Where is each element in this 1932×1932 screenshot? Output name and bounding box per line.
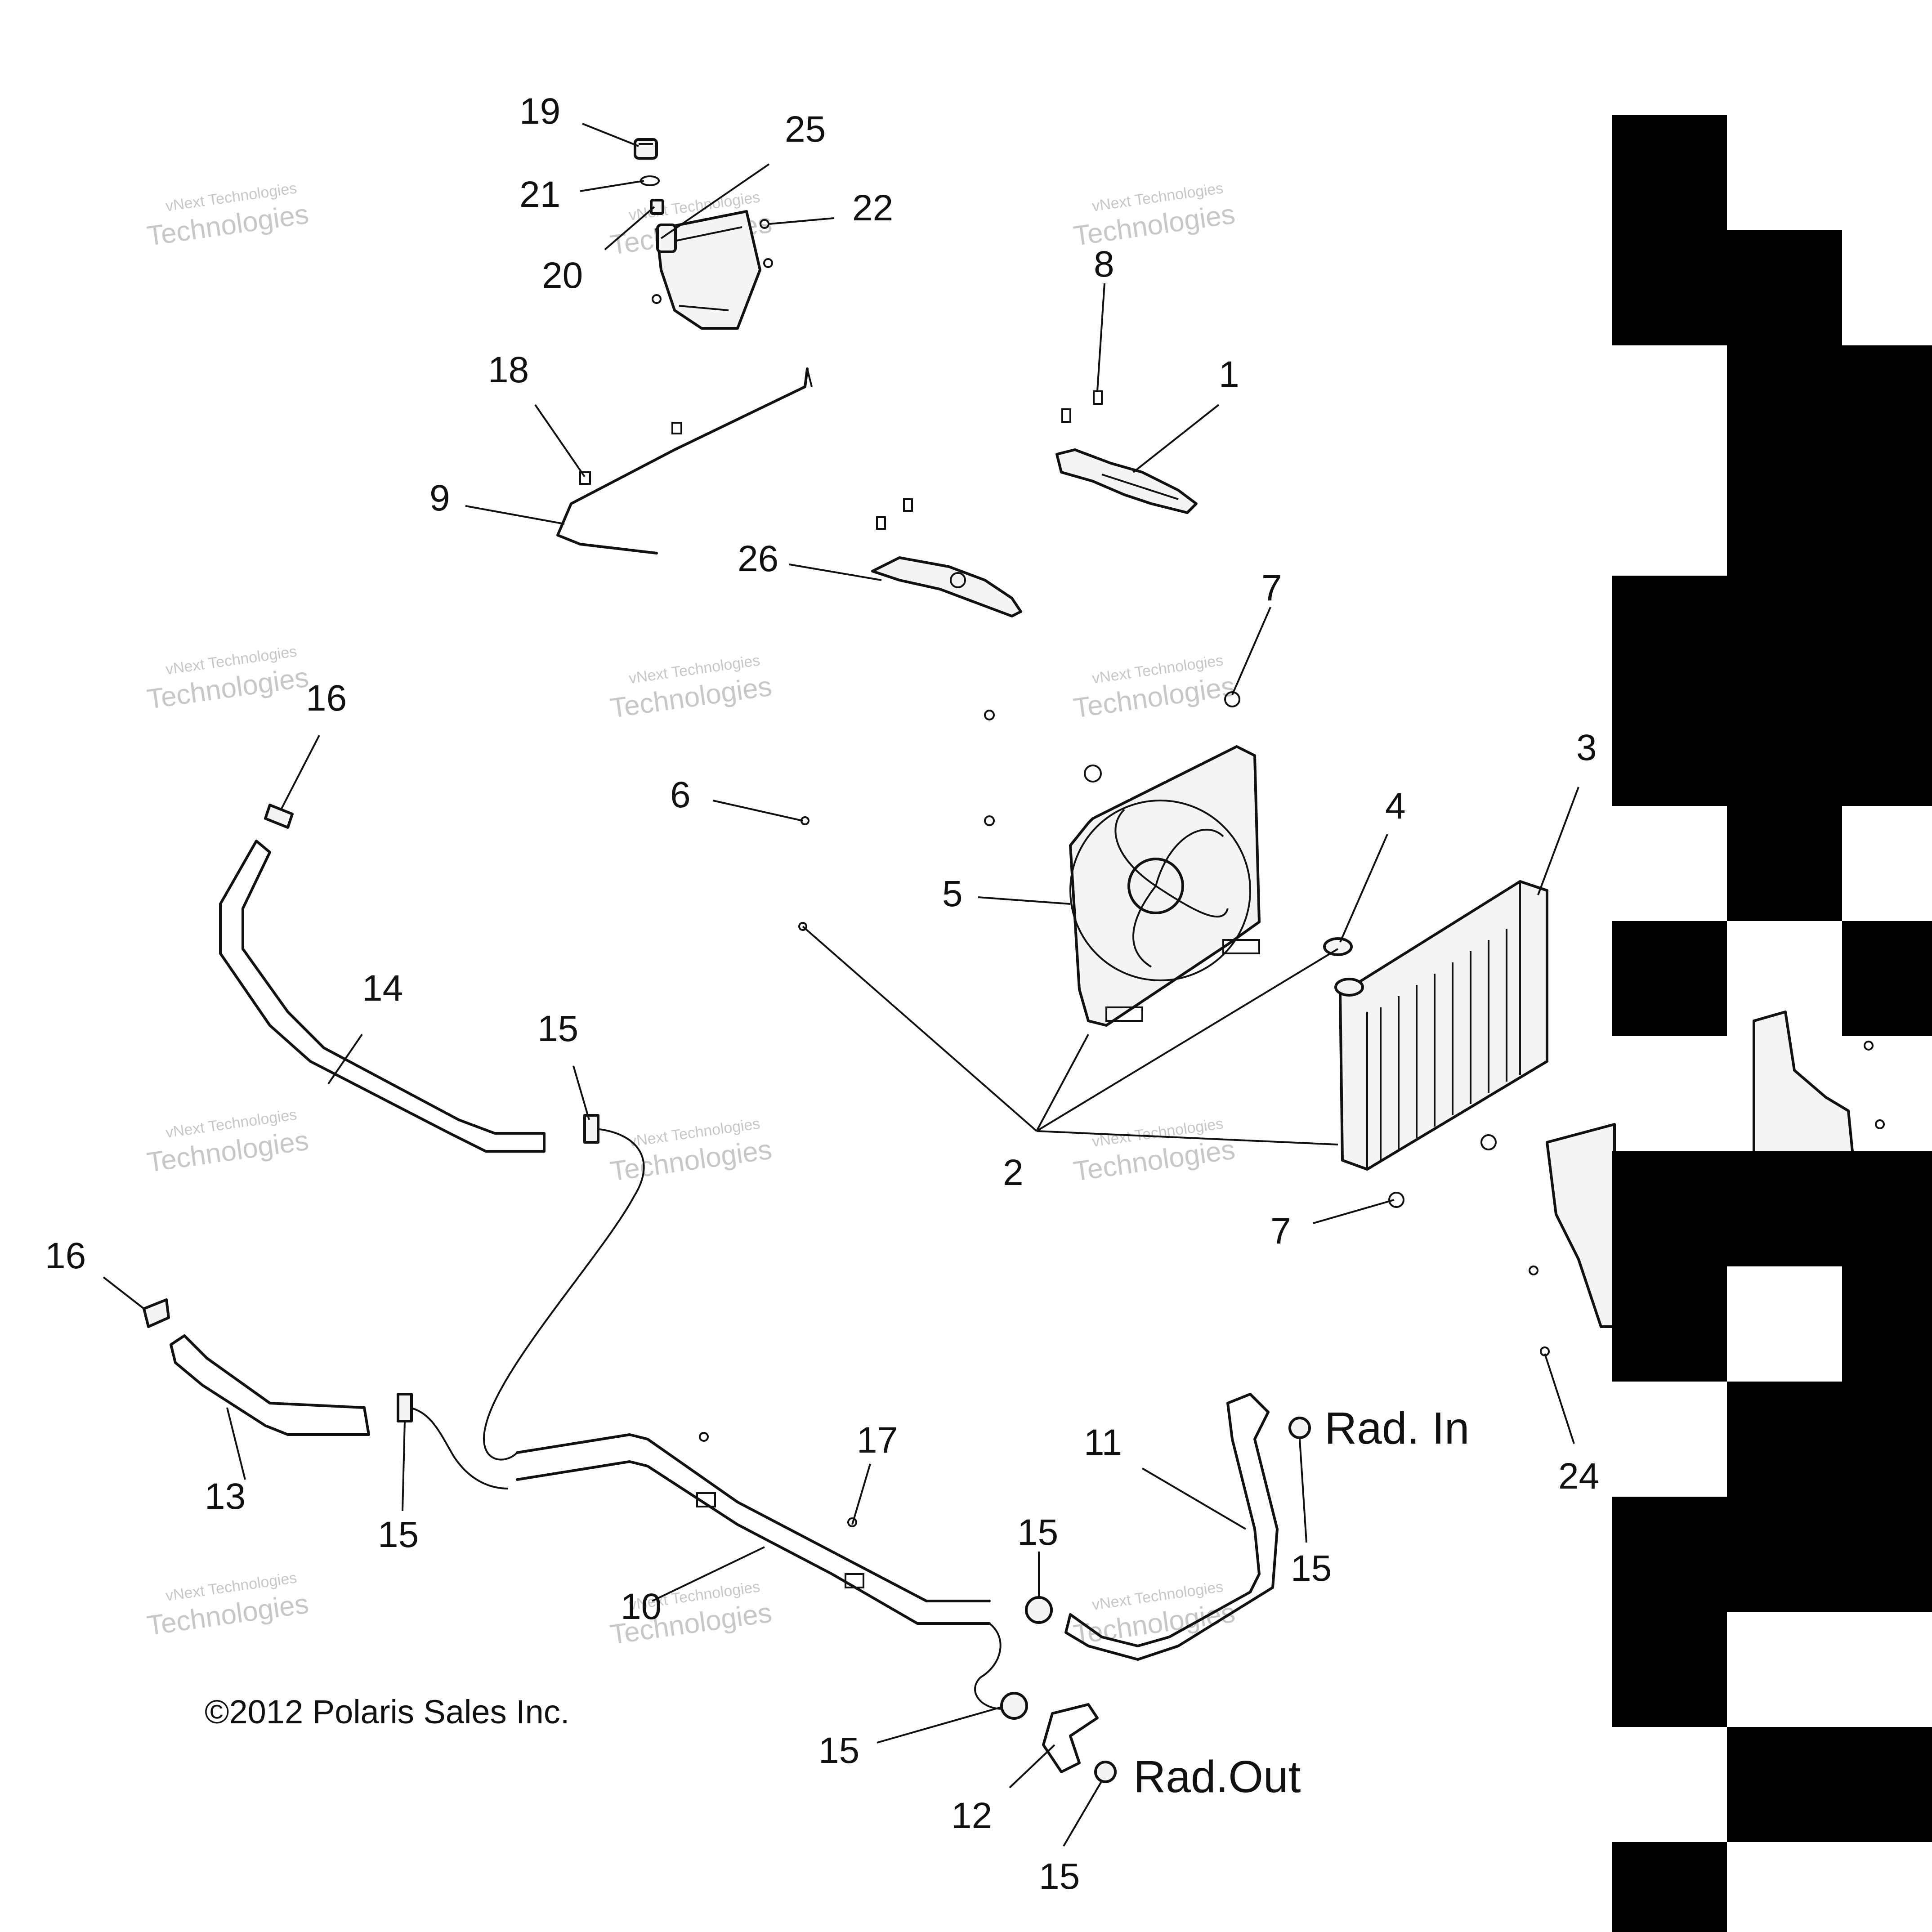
edge-block-pattern — [1612, 115, 1932, 1932]
bypass-hose — [483, 1128, 645, 1461]
bolt — [876, 516, 886, 530]
grommet — [984, 710, 995, 720]
callout-15-c: 15 — [1017, 1512, 1058, 1553]
callout-10: 10 — [621, 1586, 662, 1627]
bypass-hose — [974, 1623, 1003, 1710]
screw — [699, 1432, 709, 1442]
screw — [1529, 1266, 1538, 1275]
screw — [847, 1517, 857, 1527]
radiator — [1334, 880, 1548, 1171]
radiator-bracket-upper — [1055, 448, 1198, 514]
radiator-fins — [1380, 929, 1507, 1160]
coolant-hose-upper — [219, 840, 546, 1153]
coolant-tubes — [516, 1433, 991, 1625]
watermark: vNext Technologies Technologies — [608, 652, 774, 724]
radiator-inlet-hose — [1064, 1393, 1279, 1661]
copyright-notice: ©2012 Polaris Sales Inc. — [205, 1693, 569, 1731]
watermark: vNext Technologies Technologies — [1072, 1115, 1237, 1187]
callout-15-e: 15 — [818, 1730, 859, 1771]
reservoir-screw — [652, 294, 662, 304]
screw — [1875, 1119, 1885, 1129]
callout-20: 20 — [542, 255, 583, 296]
hose-clamp — [143, 1298, 170, 1328]
hose-clamp — [397, 1393, 413, 1422]
hose-clip — [579, 422, 682, 485]
callout-17: 17 — [857, 1420, 898, 1461]
hose-clamp — [1094, 1761, 1117, 1783]
reservoir-fitting — [650, 199, 664, 215]
reservoir-screw — [763, 258, 773, 268]
callout-4: 4 — [1385, 786, 1406, 827]
screw — [1864, 1041, 1874, 1051]
callout-26: 26 — [738, 538, 778, 579]
callout-19: 19 — [519, 91, 560, 132]
watermark: vNext Technologies Technologies — [608, 1115, 774, 1187]
bypass-hose — [409, 1407, 509, 1489]
watermark: vNext Technologies Technologies — [1072, 652, 1237, 724]
hose-clamp — [583, 1114, 599, 1144]
callout-16-upper: 16 — [306, 678, 347, 719]
callout-1: 1 — [1219, 354, 1239, 395]
callout-16-lower: 16 — [45, 1235, 86, 1276]
callout-2: 2 — [1003, 1152, 1024, 1193]
radiator-side-panel — [1546, 1011, 1854, 1328]
callout-8: 8 — [1094, 244, 1114, 285]
grommet — [1084, 765, 1102, 783]
overflow-hose — [556, 367, 809, 555]
grommet — [1480, 1134, 1497, 1150]
grommet — [1388, 1192, 1404, 1208]
callout-7-upper: 7 — [1261, 568, 1282, 608]
callout-15-b: 15 — [378, 1514, 419, 1555]
callout-15-d: 15 — [1291, 1548, 1332, 1589]
hose-clamp — [264, 804, 294, 829]
callout-25: 25 — [785, 109, 826, 150]
watermark: vNext Technologies Technologies — [1072, 179, 1237, 252]
callout-9: 9 — [429, 478, 450, 519]
watermark: vNext Technologies Technologies — [145, 1106, 311, 1178]
radiator-cap — [1323, 937, 1353, 956]
callout-22: 22 — [852, 188, 893, 228]
reservoir-cap — [634, 138, 658, 160]
hose-clamp — [1000, 1692, 1028, 1720]
bolt — [1061, 408, 1071, 423]
callouts: 19 25 21 22 20 8 1 18 9 26 7 16 3 6 4 5 … — [45, 91, 1599, 1897]
callout-5: 5 — [942, 873, 963, 914]
callout-3: 3 — [1576, 727, 1597, 768]
bolt — [1093, 390, 1103, 405]
callout-11: 11 — [1084, 1422, 1122, 1463]
coolant-reservoir — [655, 210, 761, 330]
watermark: vNext Technologies Technologies — [145, 643, 311, 715]
radiator-outlet-label: Rad.Out — [1133, 1752, 1301, 1802]
grommet — [1224, 691, 1240, 707]
watermark: vNext Technologies Technologies — [145, 179, 311, 252]
bolt — [903, 498, 913, 512]
leader-lines — [103, 123, 1579, 1847]
cooling-fan-assembly — [1069, 745, 1261, 1027]
callout-7-lower: 7 — [1270, 1211, 1291, 1252]
grommet — [984, 815, 995, 826]
callout-24: 24 — [1558, 1456, 1599, 1497]
screw — [798, 922, 807, 931]
radiator-inlet-label: Rad. In — [1324, 1403, 1469, 1453]
callout-12: 12 — [951, 1795, 992, 1836]
radiator-outlet-elbow — [1042, 1703, 1099, 1773]
callout-13: 13 — [205, 1476, 246, 1517]
watermark: vNext Technologies Technologies — [145, 1569, 311, 1641]
reservoir-screw — [760, 219, 769, 229]
callout-6: 6 — [670, 774, 691, 815]
callout-15-f: 15 — [1039, 1856, 1080, 1897]
callout-15-a: 15 — [537, 1008, 578, 1049]
radiator-bracket-lower — [871, 556, 1022, 617]
callout-21: 21 — [519, 174, 560, 215]
callout-14: 14 — [362, 968, 403, 1009]
callout-18: 18 — [488, 349, 529, 390]
hose-clamp — [1025, 1596, 1053, 1624]
coolant-hose-lower — [170, 1334, 370, 1436]
hose-clamp — [1288, 1417, 1311, 1439]
